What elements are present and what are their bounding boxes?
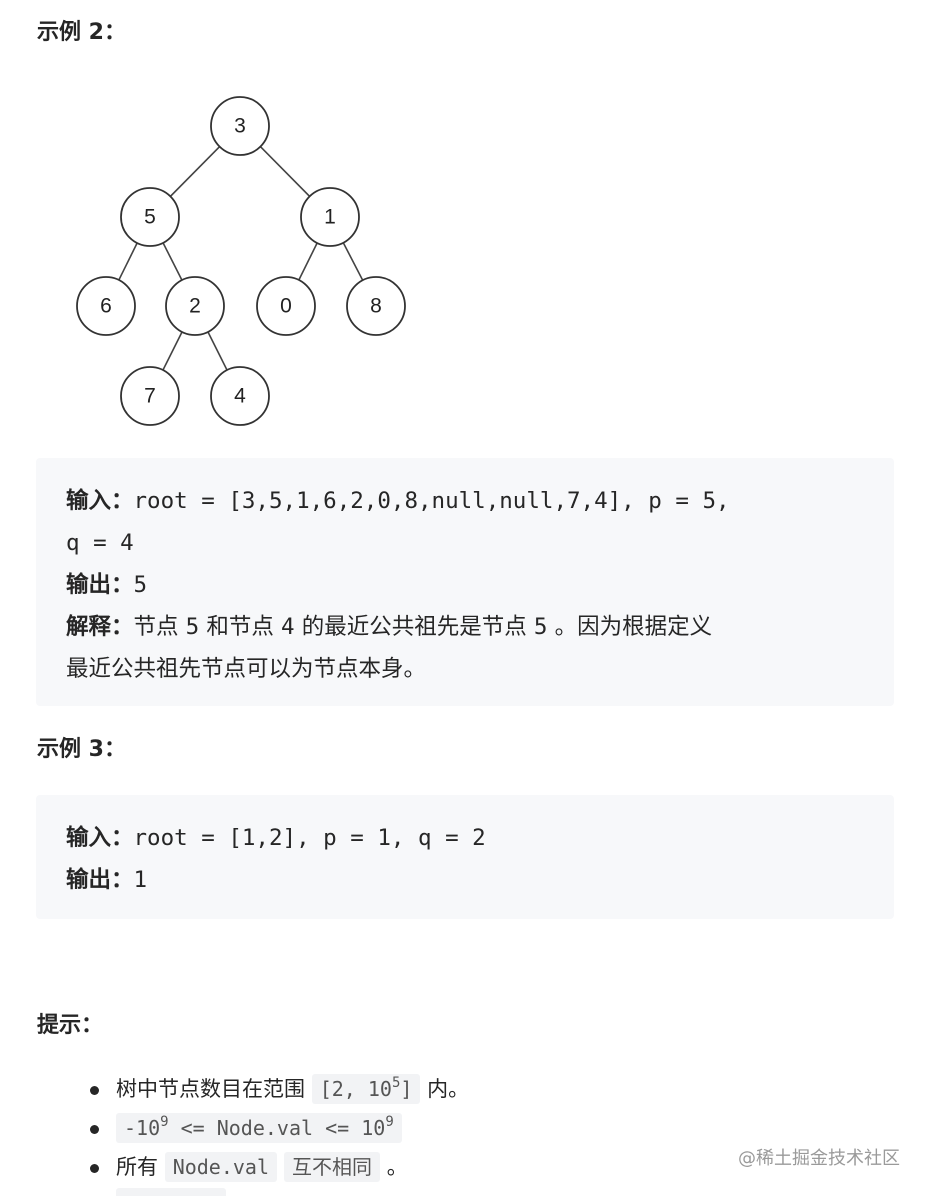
tree-node-7: 7 (120, 366, 180, 426)
list-item: -109 <= Node.val <= 109 (90, 1109, 469, 1148)
bullet-icon (90, 1086, 99, 1095)
explain-number: 5 (533, 614, 548, 640)
bullet-icon (90, 1125, 99, 1134)
code-superscript: 9 (385, 1114, 394, 1130)
code-text: -10 (124, 1116, 161, 1140)
inline-code-text: 互不相同 (284, 1152, 381, 1182)
hints-heading: 提示： (37, 1013, 104, 1038)
inline-code: -109 <= Node.val <= 109 (116, 1113, 402, 1143)
tree-node-label: 3 (234, 115, 246, 138)
list-item: 所有 Node.val 互不相同 。 (90, 1148, 469, 1187)
inline-code: Node.val (164, 1152, 278, 1182)
hint-body: 树中节点数目在范围 [2, 105] 内。 (92, 1074, 470, 1104)
example3-heading: 示例 3： (37, 737, 126, 762)
hint-text: 树中节点数目在范围 (116, 1077, 312, 1101)
tree-node-label: 7 (144, 385, 156, 408)
output-label: 输出： (66, 867, 134, 893)
hint-text: 内。 (420, 1077, 470, 1101)
example2-output-line: 输出：5 (66, 564, 864, 606)
explain-text-part: 节点 (133, 614, 186, 640)
code-superscript: 5 (391, 1075, 401, 1091)
code-text: ] (400, 1077, 413, 1101)
code-text: <= Node.val <= 10 (168, 1116, 386, 1140)
input-value: root = [3,5,1,6,2,0,8,null,null,7,4], p … (133, 488, 730, 514)
code-superscript: 9 (160, 1114, 169, 1130)
tree-node-label: 5 (144, 206, 156, 229)
code-text: [2, 10 (319, 1077, 392, 1101)
tree-node-2: 2 (165, 276, 225, 336)
example3-input-line: 输入：root = [1,2], p = 1, q = 2 (66, 817, 864, 859)
hint-text: 。 (380, 1155, 408, 1179)
tree-node-4: 4 (210, 366, 270, 426)
explain-text-part: 。因为根据定义 (547, 614, 713, 640)
explain-text-part: 和节点 (199, 614, 282, 640)
tree-node-3: 3 (210, 96, 270, 156)
input-label: 输入： (66, 825, 134, 851)
input-label: 输入： (66, 488, 134, 514)
explain-number: 5 (185, 614, 200, 640)
hint-body: -109 <= Node.val <= 109 (92, 1113, 402, 1143)
input-value-continued: q = 4 (66, 530, 134, 556)
output-value: 5 (133, 572, 148, 598)
tree-node-label: 4 (234, 385, 246, 408)
example2-heading: 示例 2： (37, 20, 126, 45)
hint-text: 所有 (116, 1155, 165, 1179)
tree-node-label: 1 (324, 206, 336, 229)
output-value: 1 (133, 867, 148, 893)
tree-node-label: 2 (189, 295, 201, 318)
example3-output-line: 输出：1 (66, 859, 864, 901)
hints-list: 树中节点数目在范围 [2, 105] 内。 -109 <= Node.val <… (90, 1070, 470, 1187)
tree-node-1: 1 (300, 187, 360, 247)
tree-node-6: 6 (76, 276, 136, 336)
explain-text-continued: 最近公共祖先节点可以为节点本身。 (66, 656, 427, 682)
explain-text-part: 的最近公共祖先是节点 (294, 614, 534, 640)
example2-input-line: 输入：root = [3,5,1,6,2,0,8,null,null,7,4],… (66, 480, 864, 522)
partial-inline-code (116, 1188, 226, 1196)
tree-node-label: 6 (100, 295, 112, 318)
example2-explain-line-continued: 最近公共祖先节点可以为节点本身。 (66, 648, 864, 690)
output-label: 输出： (66, 572, 134, 598)
tree-node-label: 0 (280, 295, 292, 318)
tree-node-label: 8 (370, 295, 382, 318)
example2-input-line-continued: q = 4 (66, 522, 864, 564)
tree-node-5: 5 (120, 187, 180, 247)
tree-node-8: 8 (346, 276, 406, 336)
hint-body: 所有 Node.val 互不相同 。 (92, 1152, 408, 1182)
explain-label: 解释： (66, 614, 134, 640)
watermark: @稀土掘金技术社区 (738, 1148, 900, 1169)
example2-code-block: 输入：root = [3,5,1,6,2,0,8,null,null,7,4],… (36, 458, 894, 706)
inline-code: [2, 105] (311, 1074, 421, 1104)
tree-node-0: 0 (256, 276, 316, 336)
input-value: root = [1,2], p = 1, q = 2 (133, 825, 486, 851)
bullet-icon (90, 1164, 99, 1173)
explain-number: 4 (281, 614, 295, 640)
example3-code-block: 输入：root = [1,2], p = 1, q = 2 输出：1 (36, 795, 894, 919)
binary-tree-diagram: 3 5 1 6 2 0 8 7 4 (76, 96, 406, 426)
list-item: 树中节点数目在范围 [2, 105] 内。 (90, 1070, 470, 1109)
tree-edges (105, 125, 377, 397)
example2-explain-line: 解释：节点 5 和节点 4 的最近公共祖先是节点 5 。因为根据定义 (66, 606, 864, 648)
